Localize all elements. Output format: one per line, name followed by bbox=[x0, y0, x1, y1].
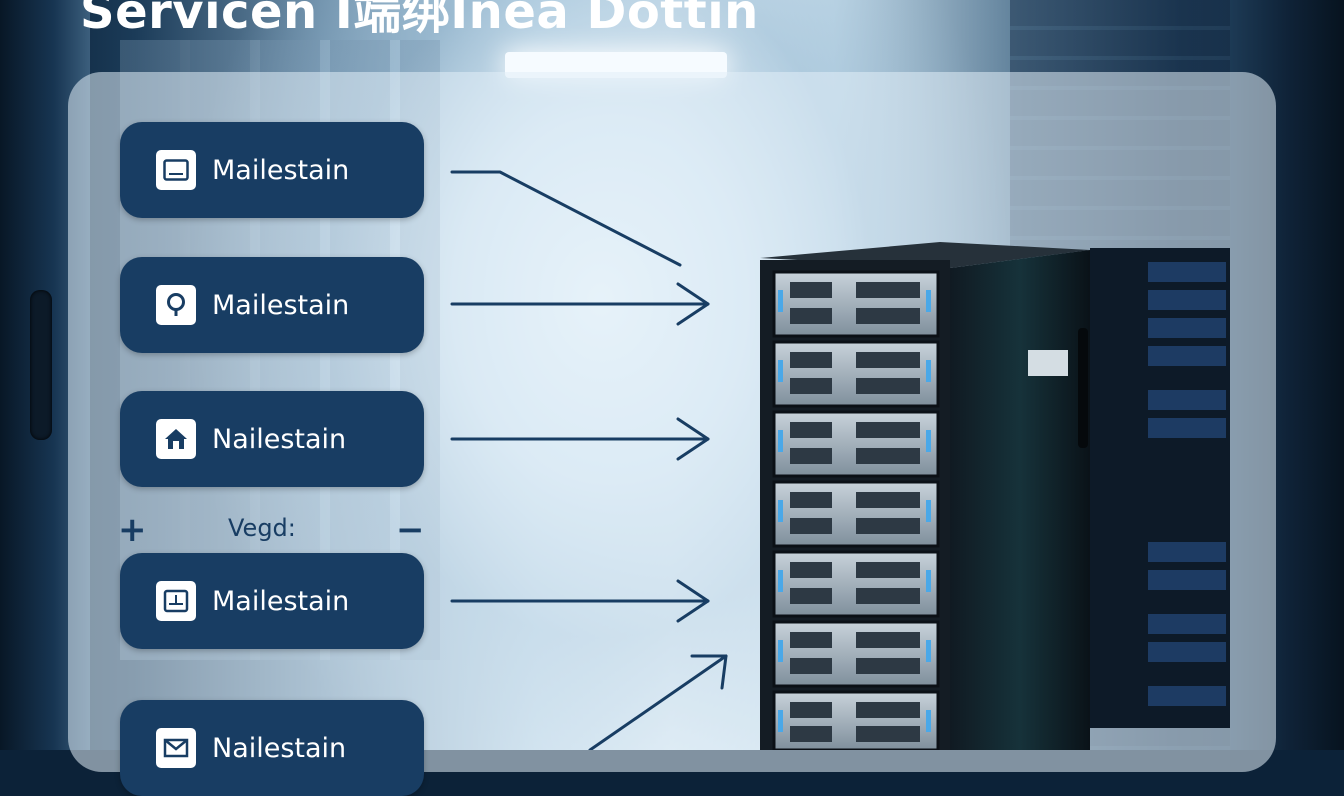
node-5-label: Nailestain bbox=[212, 732, 347, 764]
diagram-title: Servicen I端绑Inea Dottin bbox=[80, 0, 759, 40]
arrow-2 bbox=[450, 282, 710, 326]
connector-arrows bbox=[450, 170, 728, 750]
node-3-label: Nailestain bbox=[212, 423, 347, 455]
neighbor-units bbox=[1148, 262, 1226, 706]
server-rack-illustration bbox=[760, 242, 1230, 750]
arrow-1 bbox=[450, 170, 682, 267]
arrow-4 bbox=[450, 579, 710, 623]
node-5[interactable]: Nailestain bbox=[120, 700, 424, 796]
mail-icon bbox=[156, 728, 196, 768]
server-box-icon bbox=[156, 581, 196, 621]
node-4[interactable]: Mailestain bbox=[120, 553, 424, 649]
rack-side bbox=[950, 250, 1090, 750]
server-vents bbox=[790, 282, 920, 742]
node-2-label: Mailestain bbox=[212, 289, 350, 321]
node-1-label: Mailestain bbox=[212, 154, 350, 186]
node-2[interactable]: Mailestain bbox=[120, 257, 424, 353]
rack-handle bbox=[30, 290, 52, 440]
status-leds bbox=[778, 290, 931, 732]
inbox-icon bbox=[156, 150, 196, 190]
node-3[interactable]: Nailestain bbox=[120, 391, 424, 487]
arrow-5 bbox=[588, 654, 728, 750]
rack-side-label bbox=[1028, 350, 1068, 376]
node-4-label: Mailestain bbox=[212, 585, 350, 617]
location-pin-icon bbox=[156, 285, 196, 325]
legend-label: Vegd: bbox=[228, 514, 296, 542]
rack-side-handle bbox=[1078, 328, 1088, 448]
add-button[interactable]: + bbox=[118, 510, 147, 550]
node-1[interactable]: Mailestain bbox=[120, 122, 424, 218]
remove-button[interactable]: − bbox=[396, 510, 425, 550]
arrow-3 bbox=[450, 417, 710, 461]
server-units bbox=[772, 270, 940, 750]
home-icon bbox=[156, 419, 196, 459]
